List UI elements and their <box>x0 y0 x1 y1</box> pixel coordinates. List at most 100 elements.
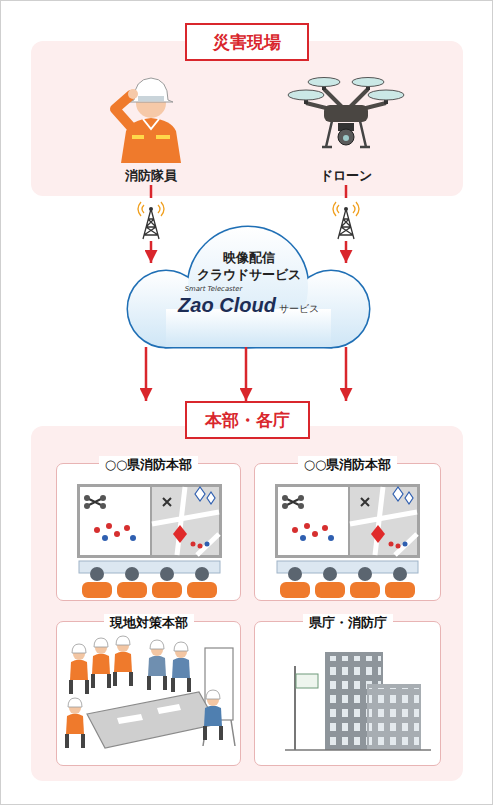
illustration-part <box>174 642 188 651</box>
illustration-part <box>116 636 130 645</box>
illustration-part <box>92 638 110 688</box>
section-title: 本部・各庁 <box>185 401 310 439</box>
box-title: 県庁・消防庁 <box>303 614 393 632</box>
illustration-part <box>92 654 110 675</box>
title-holder: 本部・各庁 <box>31 401 463 439</box>
illustration-part <box>331 198 361 241</box>
title-holder: ○○県消防本部 <box>57 454 240 474</box>
illustration-part <box>385 582 415 598</box>
illustration-part <box>80 487 150 555</box>
illustration-part <box>172 642 190 692</box>
illustration-part <box>106 523 112 529</box>
illustration-part <box>101 65 201 163</box>
illustration-part <box>308 78 340 87</box>
illustration-part <box>333 202 359 216</box>
illustration-part <box>344 207 348 211</box>
illustration-part <box>94 527 100 533</box>
title-holder: 災害現場 <box>31 23 463 61</box>
illustration-part <box>70 644 88 694</box>
illustration-part <box>298 495 304 501</box>
illustration-part <box>90 567 104 581</box>
illustration-part <box>296 674 318 688</box>
illustration-part <box>358 567 372 581</box>
destination-box: ○○県消防本部 <box>56 463 241 601</box>
illustration-part <box>282 495 288 501</box>
illustration-part <box>82 567 217 598</box>
illustration-part <box>403 542 408 547</box>
illustration-part <box>117 704 181 724</box>
illustration-part <box>304 523 310 529</box>
illustration-part <box>124 525 130 531</box>
box-title: ○○県消防本部 <box>298 456 398 474</box>
illustration-part <box>70 660 88 681</box>
box-title: ○○県消防本部 <box>99 456 199 474</box>
illustration-part <box>82 582 112 598</box>
flow-arrow <box>345 347 348 401</box>
illustration-part <box>315 582 345 598</box>
illustration-part <box>255 464 440 602</box>
illustration-part <box>57 622 242 767</box>
destination-box: 県庁・消防庁 <box>254 621 441 766</box>
illustration-part <box>72 644 86 653</box>
flow-arrow <box>150 185 153 263</box>
illustration-part <box>148 656 166 677</box>
box-title: 現地対策本部 <box>104 614 194 632</box>
illustration-part <box>361 498 369 506</box>
illustration-part <box>285 749 431 751</box>
illustration-part <box>205 726 221 740</box>
illustration-part <box>93 674 109 688</box>
illustration-part <box>275 484 420 558</box>
illustration-part <box>280 567 415 598</box>
illustration-part <box>132 135 144 139</box>
illustration-part <box>367 684 421 750</box>
illustration-part <box>160 567 174 581</box>
cloud-shape: 映像配信 クラウドサービスSmart TelecasterZao Cloudサー… <box>121 263 376 347</box>
illustration-part <box>350 582 380 598</box>
illustration-part <box>343 135 349 141</box>
illustration-part <box>114 531 120 537</box>
illustration-part <box>84 495 90 501</box>
flow-arrow <box>145 347 148 401</box>
illustration-part <box>117 582 147 598</box>
illustration-part <box>292 527 298 533</box>
illustration-part <box>204 690 222 740</box>
illustration-part <box>280 582 310 598</box>
illustration-part <box>114 636 132 686</box>
illustration-part <box>350 487 417 555</box>
illustration-part <box>143 119 159 129</box>
label-holder: 映像配信 クラウドサービスSmart TelecasterZao Cloudサー… <box>121 249 376 317</box>
illustration-part <box>102 535 108 541</box>
illustration-part <box>150 640 164 649</box>
source-figure: ドローン <box>286 65 406 185</box>
title-holder: 県庁・消防庁 <box>255 612 440 632</box>
source-label: 消防隊員 <box>125 167 177 185</box>
illustration-part <box>322 525 328 531</box>
illustration-part <box>129 78 173 102</box>
group-panel: 本部・各庁○○県消防本部○○県消防本部現地対策本部県庁・消防庁 <box>31 401 463 781</box>
illustration-part <box>125 567 139 581</box>
illustration-part <box>138 96 164 101</box>
title-holder: 現地対策本部 <box>57 612 240 632</box>
illustration-part <box>389 542 394 547</box>
logo-suffix: サービス <box>279 302 319 316</box>
panel-ground <box>31 41 463 196</box>
flow-arrow <box>345 185 348 263</box>
illustration-part <box>286 65 406 163</box>
illustration-part <box>148 640 166 690</box>
illustration-part <box>288 567 302 581</box>
illustration-part <box>77 484 222 558</box>
illustration-part <box>393 487 413 504</box>
illustration-part <box>187 582 217 598</box>
illustration-part <box>298 503 304 509</box>
illustration-part <box>156 135 170 139</box>
illustration-part <box>100 503 106 509</box>
illustration-part <box>328 535 334 541</box>
illustration-part <box>87 692 217 748</box>
illustration-part <box>172 658 190 679</box>
illustration-part <box>312 531 318 537</box>
illustration-part <box>204 706 222 727</box>
illustration-part <box>136 198 166 241</box>
illustration-part <box>152 487 219 555</box>
illustration-part <box>282 503 288 509</box>
